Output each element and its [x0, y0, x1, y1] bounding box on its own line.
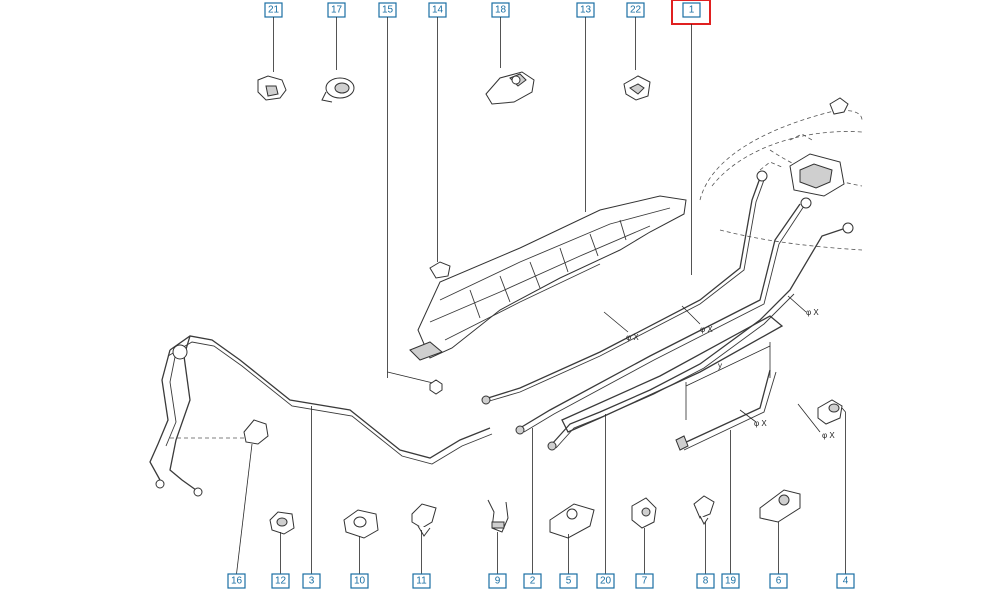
- leader-15-b: [387, 371, 434, 384]
- svg-text:15: 15: [382, 5, 394, 16]
- svg-text:22: 22: [630, 5, 642, 16]
- clip-part-14: [429, 261, 451, 279]
- fuel-pipes-assembly: [149, 177, 847, 491]
- ref-label-3[interactable]: 3: [302, 573, 321, 589]
- diameter-label-d: φ X: [754, 419, 767, 428]
- svg-text:11: 11: [416, 576, 427, 587]
- length-label-y: y: [718, 361, 722, 370]
- ref-label-13[interactable]: 13: [576, 2, 595, 18]
- ref-label-8[interactable]: 8: [696, 573, 715, 589]
- svg-text:10: 10: [354, 576, 366, 587]
- dimension-annotations: φ X φ X φ X φ X φ X y: [603, 295, 835, 440]
- clip-part-9: [487, 499, 509, 533]
- ref-label-7[interactable]: 7: [635, 573, 654, 589]
- ref-label-21[interactable]: 21: [264, 2, 283, 18]
- heat-shield-part-13: [409, 195, 687, 361]
- diameter-label-c: φ X: [806, 308, 819, 317]
- pipe-connectors: [155, 170, 854, 497]
- svg-text:20: 20: [600, 576, 612, 587]
- svg-text:13: 13: [580, 5, 592, 16]
- clip-part-11: [411, 503, 437, 537]
- clip-part-6: [759, 489, 801, 523]
- fuel-pipe-part-2: [519, 203, 801, 429]
- svg-text:3: 3: [309, 576, 315, 587]
- svg-text:2: 2: [530, 576, 536, 587]
- diameter-label-b: φ X: [700, 325, 713, 334]
- ref-label-11[interactable]: 11: [412, 573, 431, 589]
- clip-part-8: [693, 495, 715, 525]
- fuel-pipe-part-20: [551, 227, 847, 445]
- ref-label-12[interactable]: 12: [271, 573, 290, 589]
- svg-text:21: 21: [268, 5, 280, 16]
- ref-label-5[interactable]: 5: [559, 573, 578, 589]
- svg-text:1: 1: [689, 5, 695, 16]
- svg-text:17: 17: [331, 5, 343, 16]
- ref-label-1[interactable]: 1: [671, 0, 711, 25]
- clip-part-10: [343, 509, 379, 539]
- nut-part-15: [429, 379, 443, 395]
- svg-text:14: 14: [432, 5, 444, 16]
- svg-text:7: 7: [642, 576, 648, 587]
- svg-text:4: 4: [843, 576, 849, 587]
- ref-label-22[interactable]: 22: [626, 2, 645, 18]
- clip-part-7: [631, 497, 657, 529]
- ref-label-10[interactable]: 10: [350, 573, 369, 589]
- ref-label-20[interactable]: 20: [596, 573, 615, 589]
- clip-part-18: [485, 71, 535, 105]
- clip-part-5: [549, 503, 595, 539]
- ref-label-6[interactable]: 6: [769, 573, 788, 589]
- ref-label-18[interactable]: 18: [491, 2, 510, 18]
- leader-16: [236, 443, 253, 575]
- clip-part-21: [257, 75, 287, 101]
- grommet-part-17: [321, 77, 355, 103]
- fuel-pipe-part-3: [169, 335, 491, 459]
- ref-label-17[interactable]: 17: [327, 2, 346, 18]
- svg-text:8: 8: [703, 576, 709, 587]
- svg-text:19: 19: [725, 576, 737, 587]
- diameter-label-e: φ X: [822, 431, 835, 440]
- ref-label-19[interactable]: 19: [721, 573, 740, 589]
- ref-label-4[interactable]: 4: [836, 573, 855, 589]
- ref-label-2[interactable]: 2: [523, 573, 542, 589]
- fitting-part-4: [817, 399, 843, 425]
- svg-text:18: 18: [495, 5, 507, 16]
- ref-label-14[interactable]: 14: [428, 2, 447, 18]
- ref-label-15[interactable]: 15: [378, 2, 397, 18]
- fuel-pipe-part-1: [487, 177, 761, 399]
- ref-label-9[interactable]: 9: [488, 573, 507, 589]
- clip-part-16: [170, 419, 269, 445]
- selected-part-highlight: [671, 0, 711, 25]
- svg-text:9: 9: [495, 576, 501, 587]
- clip-part-22: [623, 75, 651, 101]
- ref-label-16[interactable]: 16: [227, 573, 246, 589]
- leader-4-b: [841, 407, 846, 413]
- svg-text:12: 12: [275, 576, 287, 587]
- svg-text:16: 16: [231, 576, 243, 587]
- clip-part-12: [269, 511, 295, 535]
- svg-text:5: 5: [566, 576, 572, 587]
- hose-part-19: [681, 369, 771, 445]
- diameter-label-a: φ X: [626, 333, 639, 342]
- svg-text:6: 6: [776, 576, 782, 587]
- fuel-tank-outline: [699, 97, 863, 251]
